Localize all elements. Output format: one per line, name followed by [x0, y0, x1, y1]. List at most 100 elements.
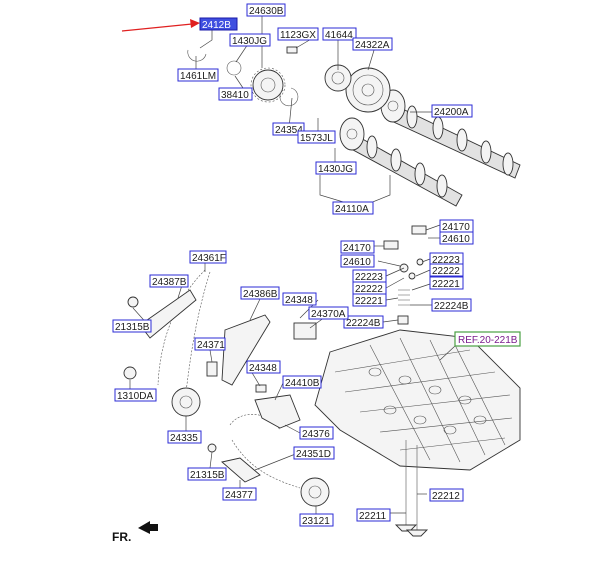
part-number-text: 24170 — [343, 243, 371, 254]
part-number-text: 41644 — [325, 30, 353, 41]
part-label-21315b-b[interactable]: 21315B — [187, 467, 227, 481]
camshaft-exhaust — [339, 117, 463, 207]
part-label-box — [299, 513, 334, 527]
part-label-24335[interactable]: 24335 — [167, 430, 202, 444]
part-label-24386b[interactable]: 24386B — [240, 286, 280, 300]
part-label-22224b-b[interactable]: 22224B — [343, 315, 384, 329]
part-label-box — [240, 286, 280, 300]
part-label-24377[interactable]: 24377 — [222, 487, 257, 501]
part-label-box — [431, 298, 472, 312]
part-label-22221-a[interactable]: 22221 — [429, 276, 464, 290]
part-label-box — [322, 27, 357, 41]
part-label-24128[interactable]: 2412B — [199, 17, 238, 31]
part-label-box — [282, 292, 317, 306]
direction-indicator: FR. — [112, 521, 158, 544]
part-label-24170-b[interactable]: 24170 — [340, 240, 375, 254]
part-number-text: 24610 — [442, 234, 470, 245]
part-label-1573jl[interactable]: 1573JL — [297, 130, 336, 144]
reference-box[interactable]: REF.20-221B — [454, 331, 521, 347]
part-label-41644[interactable]: 41644 — [322, 27, 357, 41]
part-number-text: 24322A — [355, 40, 390, 51]
part-number-text: 24200A — [434, 107, 469, 118]
part-number-text: 24335 — [170, 433, 198, 444]
part-label-24348-a[interactable]: 24348 — [282, 292, 317, 306]
part-label-1123gx[interactable]: 1123GX — [277, 27, 319, 41]
part-number-text: 24410B — [285, 378, 320, 389]
part-label-24351d[interactable]: 24351D — [293, 446, 335, 460]
part-label-box — [282, 375, 322, 389]
part-number-text: 24370A — [311, 309, 346, 320]
part-label-24170-a[interactable]: 24170 — [439, 219, 474, 233]
part-label-22223-b[interactable]: 22223 — [352, 269, 387, 283]
part-label-22222-b[interactable]: 22222 — [352, 281, 387, 295]
camshaft-intake — [380, 89, 521, 179]
part-label-box — [246, 360, 281, 374]
part-label-24630b[interactable]: 24630B — [246, 3, 286, 17]
part-number-text: 22223 — [432, 255, 460, 266]
part-label-22211[interactable]: 22211 — [356, 508, 391, 522]
part-label-24361f[interactable]: 24361F — [189, 250, 227, 264]
part-number-text: 24610 — [343, 257, 371, 268]
part-label-21315b-a[interactable]: 21315B — [112, 319, 152, 333]
part-label-24322a[interactable]: 24322A — [352, 37, 393, 51]
part-label-38410[interactable]: 38410 — [218, 87, 253, 101]
part-number-text: 24348 — [285, 295, 313, 306]
part-label-22212[interactable]: 22212 — [429, 488, 464, 502]
part-label-1430jg-a[interactable]: 1430JG — [229, 33, 271, 47]
part-label-box — [352, 37, 393, 51]
part-label-24371[interactable]: 24371 — [194, 337, 226, 351]
part-label-box — [439, 231, 474, 245]
part-number-text: 22222 — [355, 284, 383, 295]
part-label-box — [340, 240, 375, 254]
part-label-1430jg-b[interactable]: 1430JG — [315, 161, 357, 175]
part-label-22224b-a[interactable]: 22224B — [431, 298, 472, 312]
part-label-box — [189, 250, 227, 264]
part-label-box — [299, 426, 334, 440]
part-number-text: 1573JL — [300, 133, 333, 144]
part-label-22221-b[interactable]: 22221 — [352, 293, 387, 307]
part-label-24200a[interactable]: 24200A — [431, 104, 473, 118]
part-label-box — [352, 293, 387, 307]
part-number-text: 22211 — [359, 511, 387, 522]
part-label-24376[interactable]: 24376 — [299, 426, 334, 440]
part-label-24370a[interactable]: 24370A — [308, 306, 349, 320]
part-label-23121[interactable]: 23121 — [299, 513, 334, 527]
part-label-1310da[interactable]: 1310DA — [114, 388, 157, 402]
part-label-1461lm[interactable]: 1461LM — [177, 68, 219, 82]
part-label-24610-a[interactable]: 24610 — [439, 231, 474, 245]
part-number-text: 24348 — [249, 363, 277, 374]
part-label-box — [218, 87, 253, 101]
part-label-24348-b[interactable]: 24348 — [246, 360, 281, 374]
part-number-text: 24110A — [335, 204, 369, 215]
part-label-box — [167, 430, 202, 444]
part-label-box — [149, 274, 189, 288]
part-label-box — [356, 508, 391, 522]
part-label-22222-a[interactable]: 22222 — [429, 263, 464, 277]
upper-sprocket — [187, 46, 299, 107]
part-number-text: 23121 — [302, 516, 330, 527]
part-label-24110a[interactable]: 24110A — [332, 201, 374, 215]
part-label-24610-b[interactable]: 24610 — [340, 254, 375, 268]
part-number-text: 24170 — [442, 222, 470, 233]
part-number-text: 24376 — [302, 429, 330, 440]
part-label-box — [429, 263, 464, 277]
part-label-box — [332, 201, 374, 215]
timing-chain — [123, 269, 317, 417]
cylinder-head — [314, 329, 521, 471]
part-number-text: 22222 — [432, 266, 460, 277]
part-number-text: 24386B — [243, 289, 278, 300]
direction-label: FR. — [112, 530, 131, 544]
part-label-box — [293, 446, 335, 460]
part-label-24354[interactable]: 24354 — [272, 122, 305, 136]
part-number-text: 2412B — [202, 20, 231, 31]
part-number-text: 1310DA — [117, 391, 153, 402]
part-label-24410b[interactable]: 24410B — [282, 375, 322, 389]
pointer-arrow — [121, 19, 200, 32]
part-number-text: 1123GX — [280, 30, 316, 41]
part-number-text: 22221 — [355, 296, 383, 307]
part-label-box — [429, 276, 464, 290]
lower-chain — [207, 394, 330, 507]
part-label-box — [315, 161, 357, 175]
part-label-24387b[interactable]: 24387B — [149, 274, 189, 288]
